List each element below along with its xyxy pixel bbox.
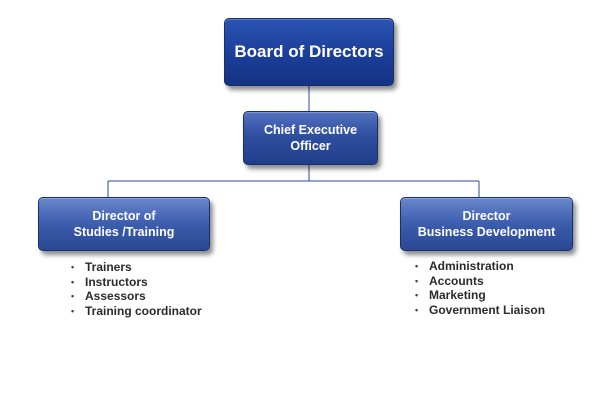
list-item: Marketing [415, 288, 545, 303]
board-of-directors-box: Board of Directors [224, 18, 394, 86]
studies-training-staff-list: Trainers Instructors Assessors Training … [71, 260, 202, 318]
director-business-development-label: Director Business Development [417, 208, 556, 239]
list-item: Assessors [71, 289, 202, 304]
list-item: Training coordinator [71, 304, 202, 319]
business-development-functions-list: Administration Accounts Marketing Govern… [415, 259, 545, 317]
director-studies-training-label: Director of Studies /Training [73, 208, 175, 239]
director-business-development-box: Director Business Development [400, 197, 573, 251]
board-of-directors-label: Board of Directors [234, 41, 384, 61]
list-item: Government Liaison [415, 303, 545, 318]
chief-executive-officer-box: Chief Executive Officer [243, 111, 378, 165]
list-item: Accounts [415, 274, 545, 289]
chief-executive-officer-label: Chief Executive Officer [263, 122, 358, 153]
director-studies-training-box: Director of Studies /Training [38, 197, 210, 251]
list-item: Trainers [71, 260, 202, 275]
list-item: Instructors [71, 275, 202, 290]
list-item: Administration [415, 259, 545, 274]
